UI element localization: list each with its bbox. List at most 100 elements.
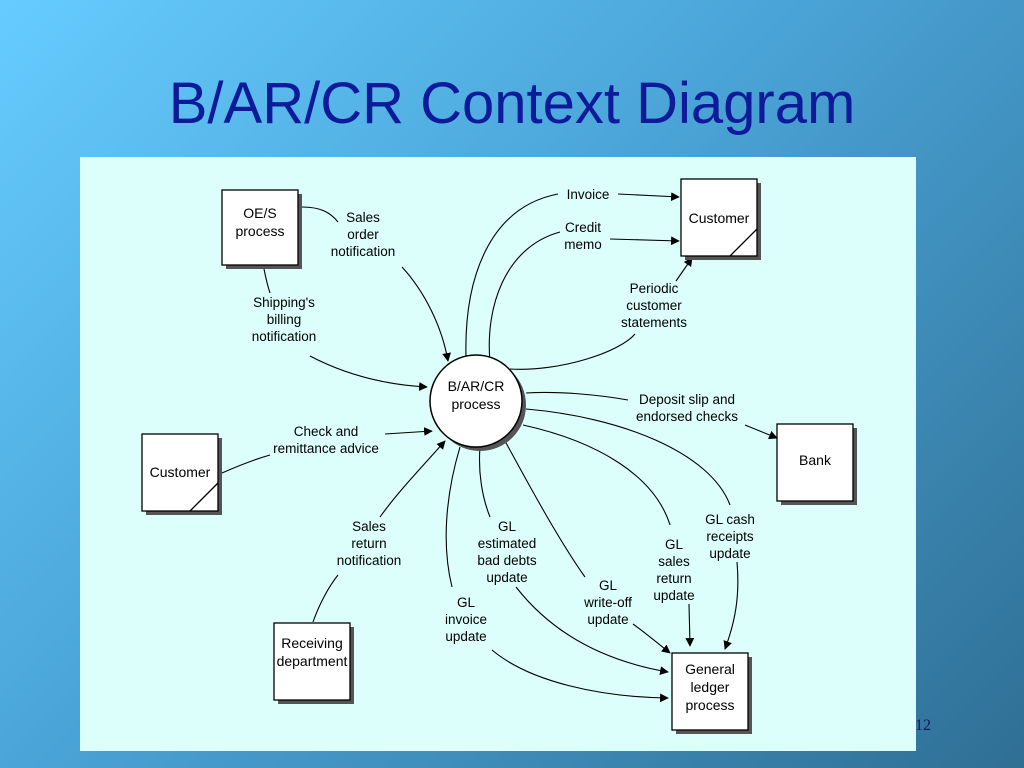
flow-label-gl-cash: GL cash receipts update xyxy=(705,512,755,561)
flow-label-sales-order-line: notification xyxy=(331,244,396,259)
flow-label-shipping-line: notification xyxy=(252,329,317,344)
entity-bank xyxy=(776,423,857,505)
flow-line-gl-invoice-upper xyxy=(445,446,461,588)
flow-label-shipping-line: Shipping's xyxy=(253,295,315,310)
entity-oes-label: OE/S process xyxy=(235,205,284,239)
flow-label-gl-sales-return: GL sales return update xyxy=(653,537,694,603)
flow-label-sales-return-line: return xyxy=(351,536,386,551)
flow-label-check: Check and remittance advice xyxy=(273,424,379,456)
entity-oes xyxy=(221,189,302,269)
entity-receiving-label: Receiving department xyxy=(277,635,348,669)
flow-line-sales-order xyxy=(301,206,339,223)
flow-line-shipping-arrow xyxy=(309,355,428,391)
flow-label-check-line: remittance advice xyxy=(273,441,379,456)
entity-customer-left-label-line: Customer xyxy=(150,464,211,480)
entity-customer-top-label: Customer xyxy=(689,210,750,226)
flow-line-gl-sales-return-upper xyxy=(522,424,671,526)
flow-label-periodic-line: statements xyxy=(621,315,687,330)
flow-line-credit-memo xyxy=(488,231,561,363)
flow-line-sales-return-lower xyxy=(312,574,339,623)
entity-bank-label-line: Bank xyxy=(799,452,832,468)
flow-label-credit-memo-line: memo xyxy=(564,237,602,252)
entity-receiving-label-line: department xyxy=(277,653,348,669)
flow-label-shipping: Shipping's billing notification xyxy=(252,295,317,344)
flow-label-gl-sales-return-line: GL xyxy=(665,537,684,552)
flow-label-gl-invoice-line: GL xyxy=(457,595,476,610)
flow-label-deposit-line: Deposit slip and xyxy=(639,392,735,407)
flow-label-sales-order-line: Sales xyxy=(346,210,380,225)
flow-line-gl-cash-lower xyxy=(723,561,739,650)
entity-oes-label-line: process xyxy=(235,223,284,239)
flow-line-deposit xyxy=(525,391,629,401)
flow-label-deposit: Deposit slip and endorsed checks xyxy=(636,392,738,424)
flow-label-shipping-line: billing xyxy=(267,312,302,327)
flow-label-gl-bad-debts-line: estimated xyxy=(478,536,537,551)
flow-label-gl-cash-line: receipts xyxy=(706,529,754,544)
flow-label-credit-memo-line: Credit xyxy=(565,220,601,235)
entity-customer-top-label-line: Customer xyxy=(689,210,750,226)
entity-receiving xyxy=(273,622,354,704)
flow-line-gl-cash-upper xyxy=(525,408,731,506)
flow-label-gl-writeoff-line: write-off xyxy=(583,595,632,610)
flow-label-gl-bad-debts: GL estimated bad debts update xyxy=(477,519,537,585)
flow-line-gl-writeoff-upper xyxy=(504,440,586,578)
flow-label-deposit-line: endorsed checks xyxy=(636,409,738,424)
flow-line-periodic xyxy=(509,333,636,370)
flow-line-gl-invoice-lower xyxy=(491,649,669,703)
slide-title: B/AR/CR Context Diagram xyxy=(168,71,856,136)
entity-customer-left xyxy=(141,433,222,515)
flow-label-invoice: Invoice xyxy=(567,187,610,202)
flow-label-gl-cash-line: GL cash xyxy=(705,512,755,527)
flow-line-gl-sales-return-lower xyxy=(685,603,695,647)
flow-label-invoice-line: Invoice xyxy=(567,187,610,202)
entity-customer-top xyxy=(680,178,761,260)
entity-bank-label: Bank xyxy=(799,452,832,468)
entity-receiving-label-line: Receiving xyxy=(281,635,342,651)
entity-customer-left-label: Customer xyxy=(150,464,211,480)
flow-line-check-left xyxy=(221,454,271,474)
process-label-line: process xyxy=(451,396,500,412)
flow-label-gl-bad-debts-line: bad debts xyxy=(477,553,537,568)
flow-line-sales-return-upper xyxy=(379,440,446,518)
flow-label-check-line: Check and xyxy=(294,424,359,439)
flow-line-credit-memo-arrow xyxy=(609,236,680,246)
flow-label-sales-return-line: Sales xyxy=(352,519,386,534)
flow-label-gl-invoice-line: update xyxy=(445,629,486,644)
entity-general-ledger xyxy=(671,652,752,734)
flow-line-deposit-arrow xyxy=(744,424,778,440)
process-label-line: B/AR/CR xyxy=(448,378,505,394)
flow-line-gl-bad-debts-upper xyxy=(478,446,491,518)
flow-label-sales-return-line: notification xyxy=(337,553,402,568)
flow-label-gl-bad-debts-line: update xyxy=(486,570,527,585)
entity-general-ledger-label-line: ledger xyxy=(691,679,730,695)
flow-line-invoice-arrow xyxy=(617,192,680,202)
flow-label-sales-order-line: order xyxy=(347,227,379,242)
entity-general-ledger-label: General ledger process xyxy=(685,661,735,713)
flow-label-sales-order: Sales order notification xyxy=(331,210,396,259)
flow-line-gl-bad-debts-lower xyxy=(515,586,669,675)
flow-label-gl-sales-return-line: update xyxy=(653,588,694,603)
flow-label-gl-invoice-line: invoice xyxy=(445,612,487,627)
flow-line-invoice xyxy=(465,193,559,358)
flow-label-gl-sales-return-line: sales xyxy=(658,554,690,569)
flow-line-shipping xyxy=(263,268,271,294)
flow-label-credit-memo: Credit memo xyxy=(564,220,602,252)
entity-general-ledger-label-line: General xyxy=(685,661,735,677)
process-label: B/AR/CR process xyxy=(448,378,505,412)
page-number: 12 xyxy=(915,717,931,734)
process-circle xyxy=(429,354,526,451)
flow-label-gl-bad-debts-line: GL xyxy=(498,519,517,534)
flow-line-check-right xyxy=(384,427,433,436)
flow-label-gl-invoice: GL invoice update xyxy=(445,595,487,644)
flow-label-gl-sales-return-line: return xyxy=(656,571,691,586)
flow-line-sales-order-arrow xyxy=(401,266,451,362)
flow-label-gl-cash-line: update xyxy=(709,546,750,561)
entity-general-ledger-label-line: process xyxy=(685,697,734,713)
flow-line-gl-writeoff-lower xyxy=(632,623,671,654)
flow-label-periodic-line: customer xyxy=(626,298,682,313)
entity-oes-label-line: OE/S xyxy=(243,205,276,221)
